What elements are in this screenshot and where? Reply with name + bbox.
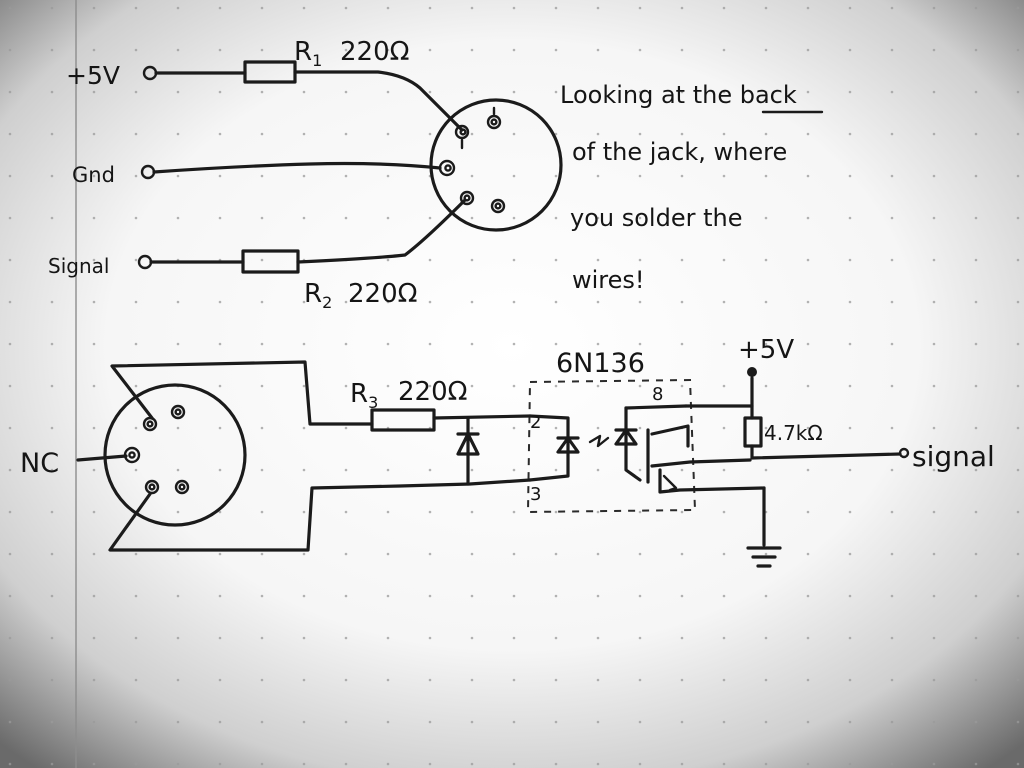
label-pin2: 2 bbox=[530, 412, 541, 433]
wire-5v-right bbox=[293, 70, 464, 132]
wire-pin8 bbox=[624, 404, 688, 410]
wire-nc bbox=[76, 454, 128, 462]
label-pin3: 3 bbox=[530, 484, 541, 505]
led-symbol bbox=[556, 436, 580, 454]
label-pin8: 8 bbox=[652, 384, 663, 405]
label-optocoupler: 6N136 bbox=[556, 348, 645, 379]
label-r1-value: 220Ω bbox=[340, 37, 410, 67]
din-jack-top bbox=[429, 98, 563, 232]
transistor-output bbox=[650, 458, 752, 468]
emitter-arrow bbox=[662, 474, 678, 492]
din-jack-bottom bbox=[103, 383, 247, 527]
din-pins-bottom bbox=[123, 404, 190, 495]
led-wires bbox=[528, 414, 570, 482]
label-r3-name: R3 bbox=[350, 379, 378, 412]
wire-top-loop bbox=[110, 360, 374, 426]
label-r2-name: R2 bbox=[304, 279, 332, 312]
wire-output bbox=[750, 444, 902, 460]
wire-gnd bbox=[152, 161, 442, 174]
label-r1-name: R1 bbox=[294, 37, 322, 70]
label-pullup: 4.7kΩ bbox=[764, 421, 823, 445]
label-nc: NC bbox=[20, 448, 59, 479]
label-supply: +5V bbox=[738, 335, 794, 365]
terminal-output bbox=[898, 447, 910, 459]
note-line-2: of the jack, where bbox=[572, 138, 787, 166]
top-circuit: +5V Gnd Signal R1 220Ω R2 220Ω bbox=[48, 37, 563, 312]
din-pins-top bbox=[438, 106, 506, 214]
label-r3-value: 220Ω bbox=[398, 377, 468, 407]
label-plus5v: +5V bbox=[66, 61, 120, 90]
supply-dot bbox=[747, 367, 757, 377]
jack-note: Looking at the back of the jack, where y… bbox=[560, 81, 824, 294]
note-line-4: wires! bbox=[572, 266, 645, 294]
wire-signal-right bbox=[296, 198, 467, 264]
bottom-circuit: NC R3 220Ω 6N136 2 3 8 +5V 4.7kΩ signal bbox=[20, 335, 995, 568]
resistor-r3 bbox=[370, 408, 436, 432]
note-line-1: Looking at the back bbox=[560, 81, 797, 109]
label-output-signal: signal bbox=[912, 440, 995, 473]
transistor-collector bbox=[650, 424, 690, 448]
light-arrows bbox=[588, 434, 610, 448]
label-r2-value: 220Ω bbox=[348, 279, 418, 309]
wire-bottom-loop bbox=[108, 478, 532, 552]
protection-diode bbox=[456, 432, 480, 456]
photodiode-symbol bbox=[614, 428, 638, 446]
label-signal: Signal bbox=[48, 254, 109, 278]
label-gnd: Gnd bbox=[72, 163, 115, 187]
ground-symbol bbox=[746, 546, 782, 568]
note-line-3: you solder the bbox=[570, 204, 742, 232]
wire-r3-right bbox=[432, 414, 532, 420]
